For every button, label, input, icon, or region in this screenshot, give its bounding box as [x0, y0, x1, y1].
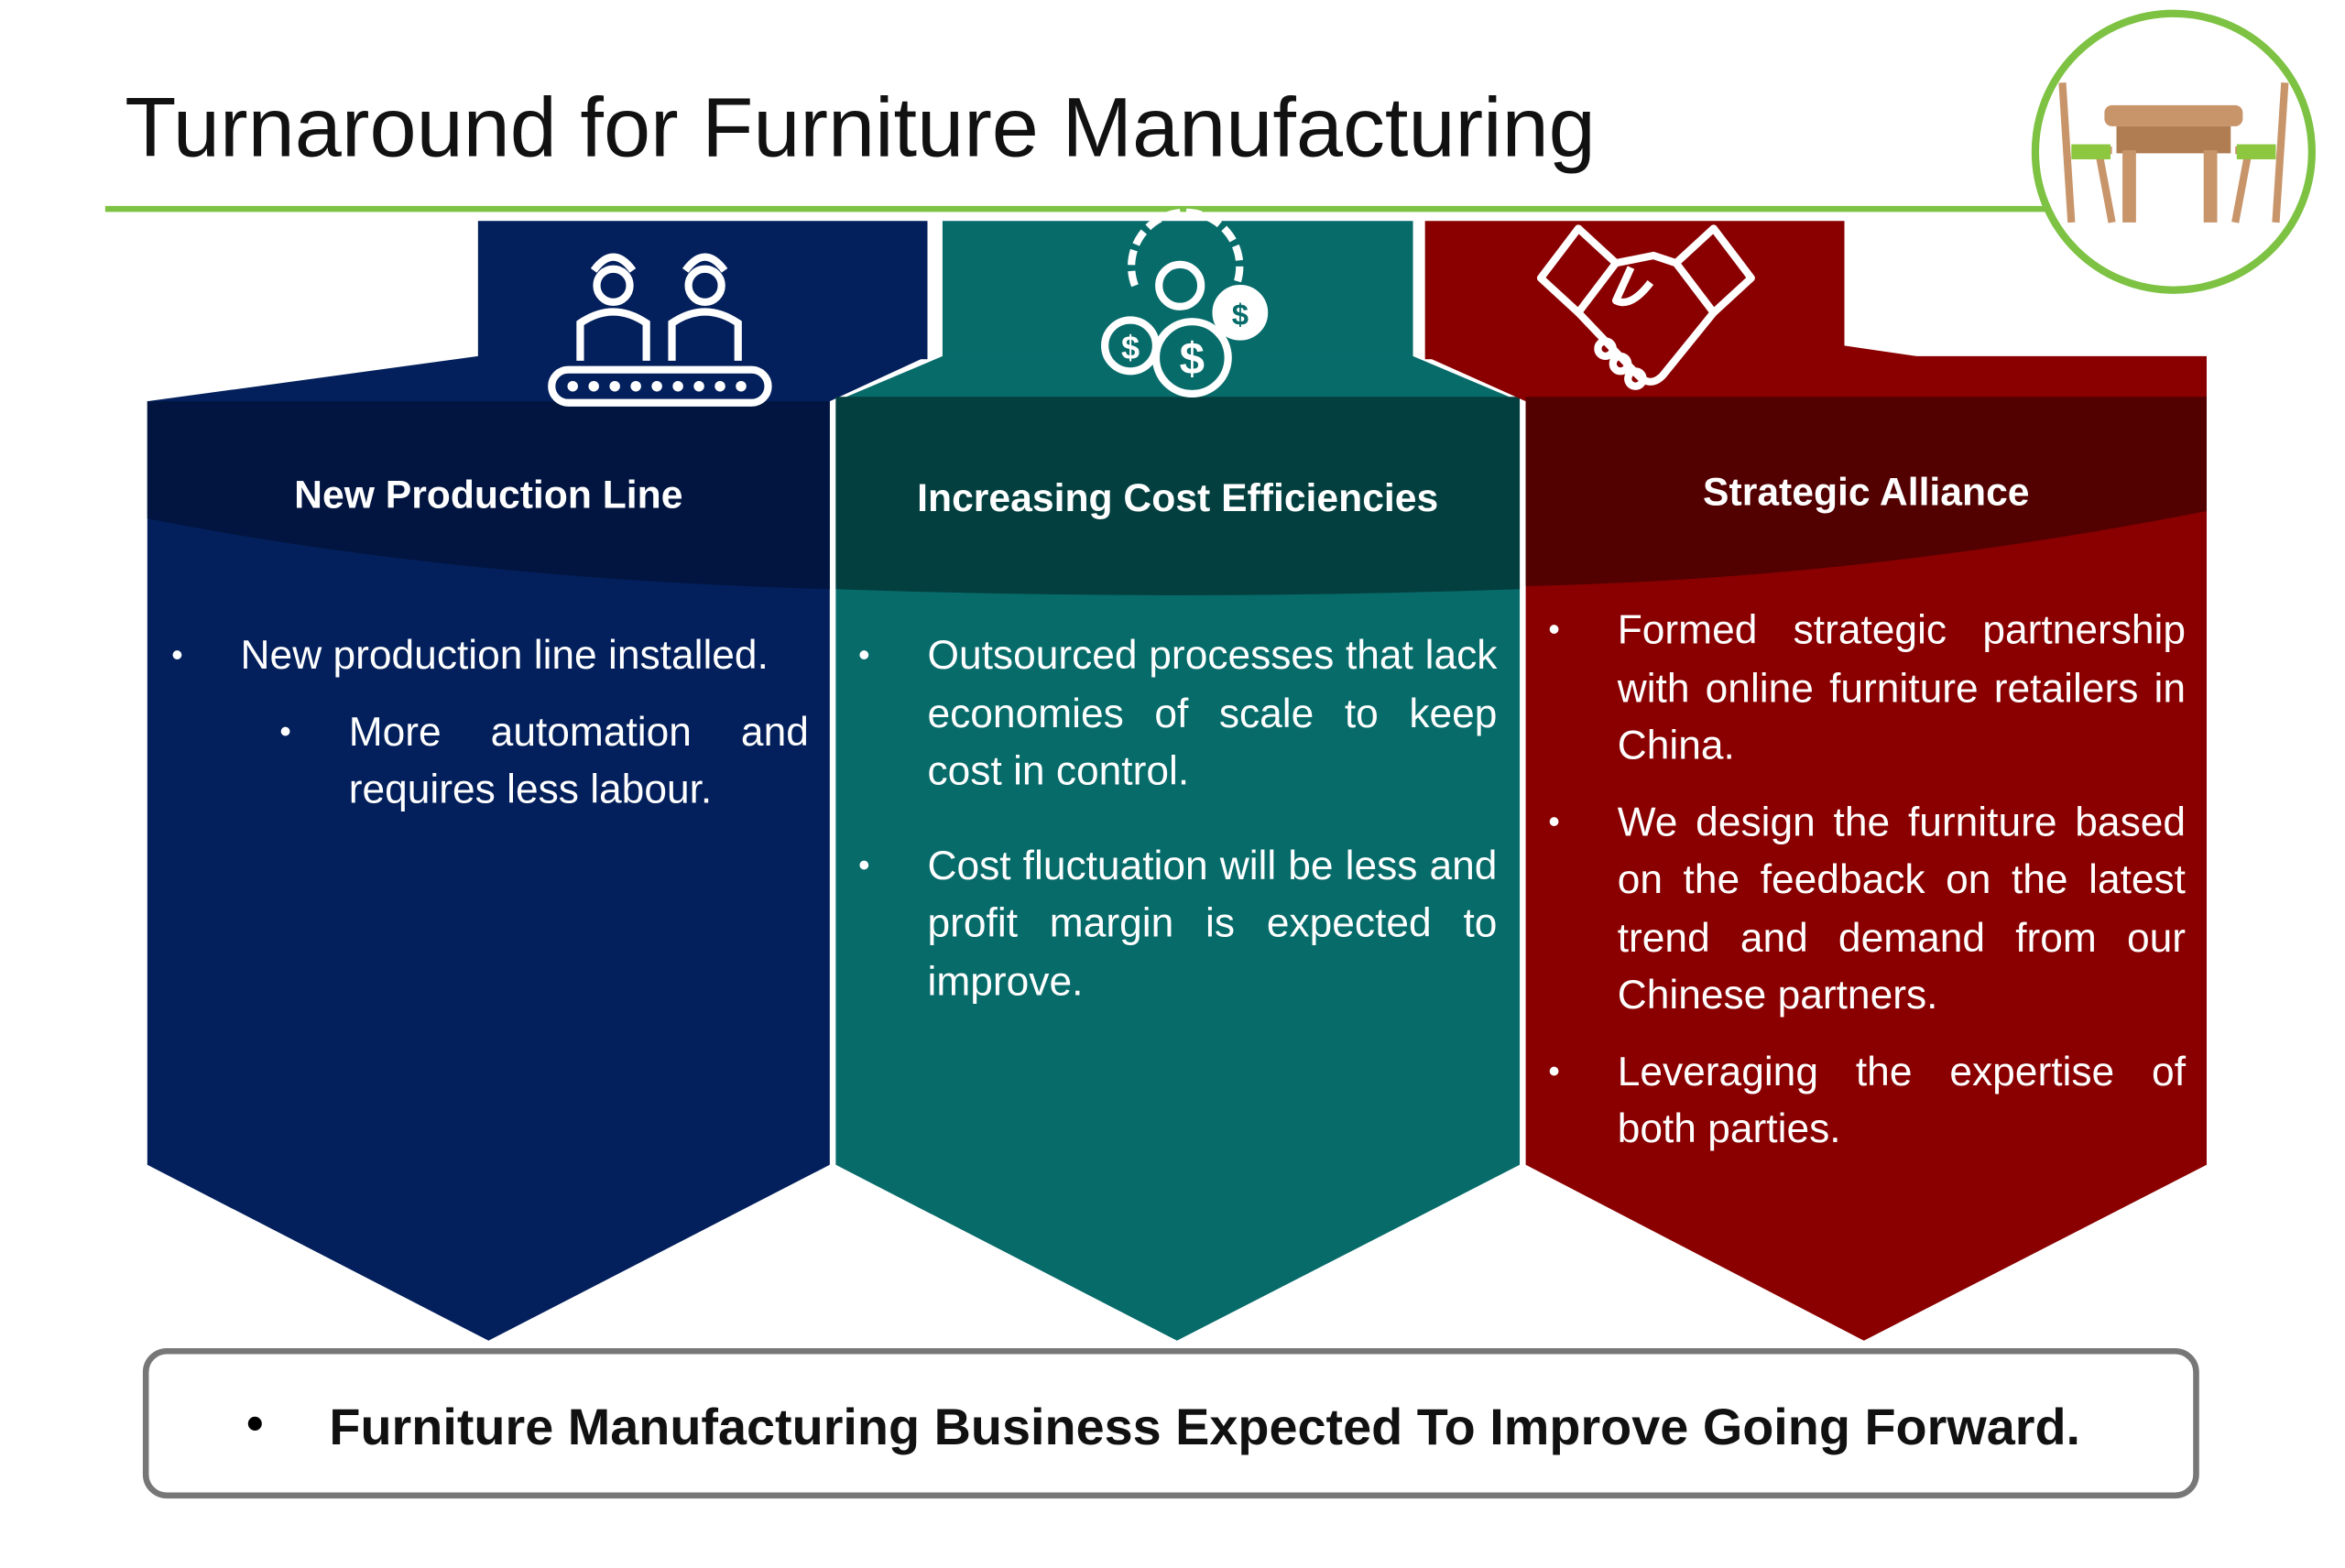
bullet-item: Formed strategic partnership with online…: [1548, 601, 2186, 775]
handshake-icon: [1536, 224, 1755, 390]
bullet-icon: •: [246, 1396, 264, 1451]
column-body-production: New production line installed. More auto…: [171, 626, 809, 836]
bullet-item: New production line installed.: [171, 626, 809, 684]
column-heading-production: New Production Line: [294, 472, 683, 517]
bullet-item: Cost fluctuation will be less and profit…: [858, 836, 1497, 1010]
sub-bullet-item: More automation and requires less labour…: [279, 702, 809, 818]
bullet-item: Leveraging the expertise of both parties…: [1548, 1042, 2186, 1158]
svg-text:$: $: [1121, 329, 1140, 366]
factory-workers-icon: [548, 253, 772, 407]
bullet-item: We design the furniture based on the fee…: [1548, 793, 2186, 1025]
page-title: Turnaround for Furniture Manufacturing: [125, 79, 1596, 175]
column-body-cost: Outsourced processes that lack economies…: [858, 626, 1497, 1028]
svg-text:$: $: [1180, 334, 1205, 385]
bullet-item: Outsourced processes that lack economies…: [858, 626, 1497, 800]
svg-text:$: $: [1232, 297, 1249, 331]
conclusion-text: Furniture Manufacturing Business Expecte…: [329, 1399, 2081, 1457]
conclusion-box: • Furniture Manufacturing Business Expec…: [142, 1347, 2199, 1499]
gear-dollar-icon: [1101, 208, 1269, 398]
furniture-logo-icon: [2031, 9, 2316, 294]
column-body-alliance: Formed strategic partnership with online…: [1548, 601, 2186, 1176]
column-blue-shape: [147, 221, 928, 1341]
column-heading-alliance: Strategic Alliance: [1703, 468, 2030, 515]
column-heading-cost: Increasing Cost Efficiencies: [917, 474, 1439, 520]
